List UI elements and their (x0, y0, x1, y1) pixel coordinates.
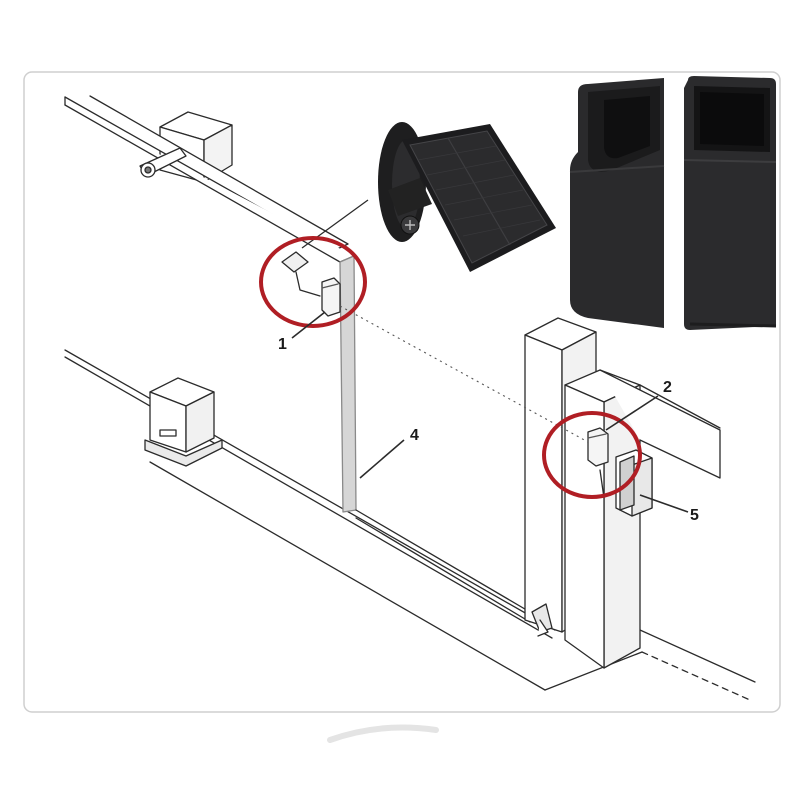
sliding-gate-leaf (64, 95, 531, 623)
leader-line-5 (639, 494, 689, 513)
gate-stopper (531, 603, 553, 637)
photocell-product-right (683, 76, 777, 330)
wall-mounted-device (615, 449, 653, 517)
highlight-circle-receiver (542, 411, 642, 499)
callout-label-4: 4 (410, 427, 419, 444)
callout-label-2: 2 (663, 379, 672, 396)
gate-roller-bracket (139, 147, 187, 178)
leader-line-1 (291, 311, 326, 339)
scan-smudge (327, 724, 439, 743)
leader-line-2 (605, 395, 659, 431)
solar-panel-image (378, 122, 556, 272)
photocell-beam (339, 305, 589, 443)
photocell-product-left (569, 78, 665, 328)
callout-label-1: 1 (278, 336, 287, 353)
leader-line-4 (359, 439, 405, 479)
highlight-circle-transmitter (259, 236, 367, 328)
photocell-transmitter (281, 251, 341, 317)
gate-motor-box (144, 377, 223, 467)
photocell-receiver (587, 427, 609, 499)
ground-lines (64, 349, 756, 701)
callout-label-5: 5 (690, 507, 699, 524)
